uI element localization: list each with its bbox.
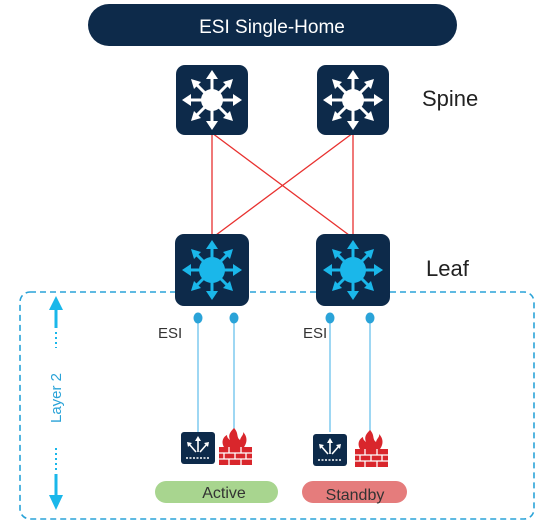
firewall-2 bbox=[355, 430, 388, 467]
arrow-up-icon bbox=[49, 296, 63, 310]
esi-label: ESI bbox=[303, 325, 327, 342]
esi-ports bbox=[193, 312, 375, 324]
access-links bbox=[197, 318, 371, 432]
layer2-indicator: Layer 2 bbox=[48, 296, 65, 510]
service-appliance-2 bbox=[313, 434, 347, 466]
load-balancer-icon bbox=[186, 436, 210, 459]
leaf-switch-2 bbox=[316, 234, 390, 306]
fabric-link bbox=[211, 132, 354, 239]
active-badge: Active bbox=[155, 481, 278, 503]
port-dot bbox=[325, 312, 335, 324]
diagram-title: ESI Single-Home bbox=[199, 17, 345, 38]
layer2-label: Layer 2 bbox=[48, 373, 65, 423]
arrow-down-icon bbox=[49, 495, 63, 510]
leaf-label: Leaf bbox=[426, 256, 470, 281]
standby-label: Standby bbox=[326, 487, 385, 504]
service-appliance-1 bbox=[181, 432, 215, 464]
port-dot bbox=[365, 312, 375, 324]
layer2-boundary bbox=[19, 291, 535, 520]
leaf-switch-1 bbox=[175, 234, 249, 306]
switch-icon bbox=[182, 240, 242, 300]
switch-icon bbox=[182, 70, 242, 130]
active-label: Active bbox=[202, 485, 246, 502]
port-dot bbox=[229, 312, 239, 324]
firewall-1 bbox=[219, 428, 252, 465]
spine-switch-2 bbox=[317, 65, 389, 135]
esi-label: ESI bbox=[158, 325, 182, 342]
switch-icon bbox=[323, 240, 383, 300]
title-banner: ESI Single-Home bbox=[88, 4, 457, 46]
standby-badge: Standby bbox=[302, 481, 407, 504]
spine-switch-1 bbox=[176, 65, 248, 135]
load-balancer-icon bbox=[318, 438, 342, 461]
spine-label: Spine bbox=[422, 86, 478, 111]
switch-icon bbox=[323, 70, 383, 130]
port-dot bbox=[193, 312, 203, 324]
firewall-icon bbox=[222, 428, 247, 447]
fabric-links bbox=[211, 132, 354, 239]
firewall-icon bbox=[358, 430, 383, 449]
